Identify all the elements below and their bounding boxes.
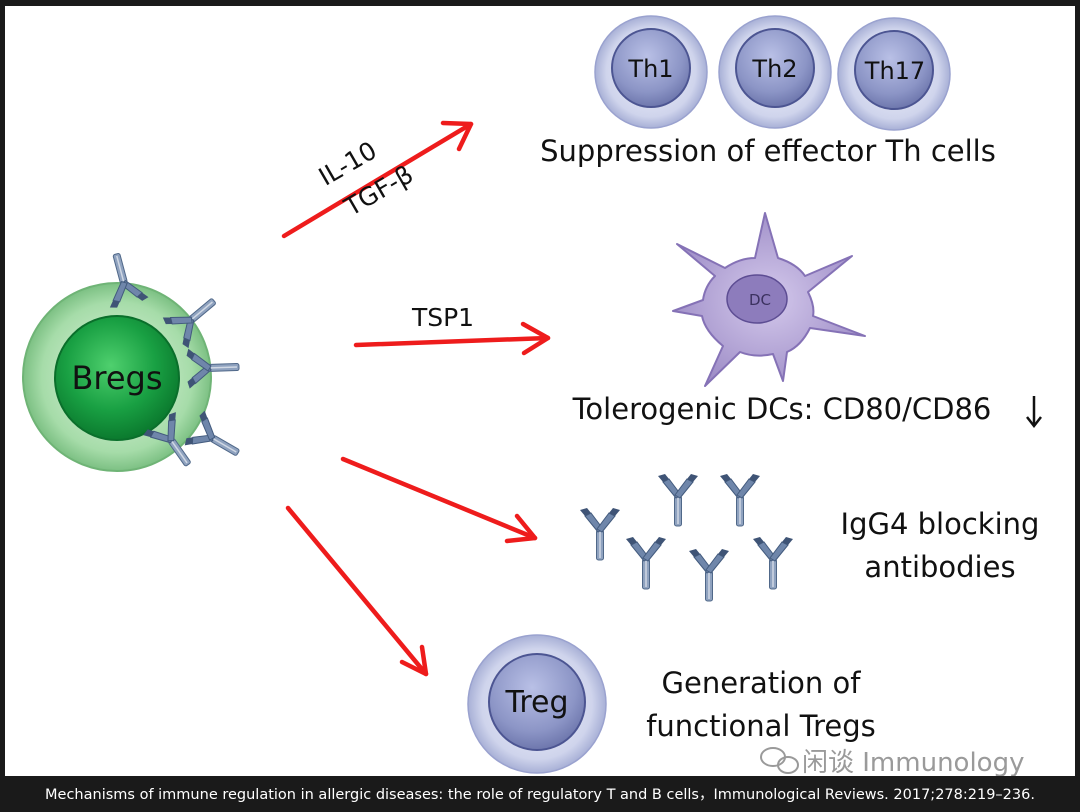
antibody-icon: [579, 507, 621, 561]
igg4-label-line2: antibodies: [864, 550, 1015, 584]
arrow-to-tregs: [285, 505, 429, 677]
th1-cell: Th1: [594, 15, 708, 129]
wechat-icon: [760, 747, 799, 774]
th17-label: Th17: [864, 57, 925, 85]
igg4-antibodies: [579, 473, 794, 602]
dendritic-cell: DC: [672, 212, 866, 387]
th17-cell: Th17: [837, 17, 951, 131]
caption: Mechanisms of immune regulation in aller…: [45, 787, 1035, 803]
watermark: 闲谈 Immunology: [802, 748, 1024, 776]
tregs-label-line2: functional Tregs: [646, 709, 876, 743]
antibody-icon: [752, 536, 794, 590]
antibody-icon: [625, 536, 667, 590]
th2-label: Th2: [751, 55, 797, 83]
th-suppression-label: Suppression of effector Th cells: [540, 134, 996, 168]
th2-cell: Th2: [718, 15, 832, 129]
igg4-label-line1: IgG4 blocking: [841, 507, 1040, 541]
tsp1-label: TSP1: [411, 303, 474, 332]
arrow-to-th-cells: [281, 120, 474, 239]
down-arrow-icon: [1026, 396, 1042, 429]
arrow-to-igg4: [340, 456, 538, 544]
bregs-label: Bregs: [71, 359, 162, 397]
tolerogenic-dcs-label: Tolerogenic DCs: CD80/CD86: [572, 392, 992, 426]
treg-cell: Treg: [467, 634, 607, 774]
antibody-icon: [719, 473, 761, 527]
slide: Th1 Th2 Th17 Suppression of effector Th …: [5, 6, 1075, 776]
antibody-icon: [688, 548, 730, 602]
diagram: Th1 Th2 Th17 Suppression of effector Th …: [22, 15, 1042, 776]
bregs-cell: Bregs: [22, 282, 212, 472]
treg-label: Treg: [504, 685, 568, 720]
arrow-to-dcs: [353, 321, 551, 356]
tregs-label-line1: Generation of: [662, 666, 862, 700]
th1-label: Th1: [627, 55, 673, 83]
antibody-icon: [657, 473, 699, 527]
dc-label: DC: [749, 291, 771, 309]
